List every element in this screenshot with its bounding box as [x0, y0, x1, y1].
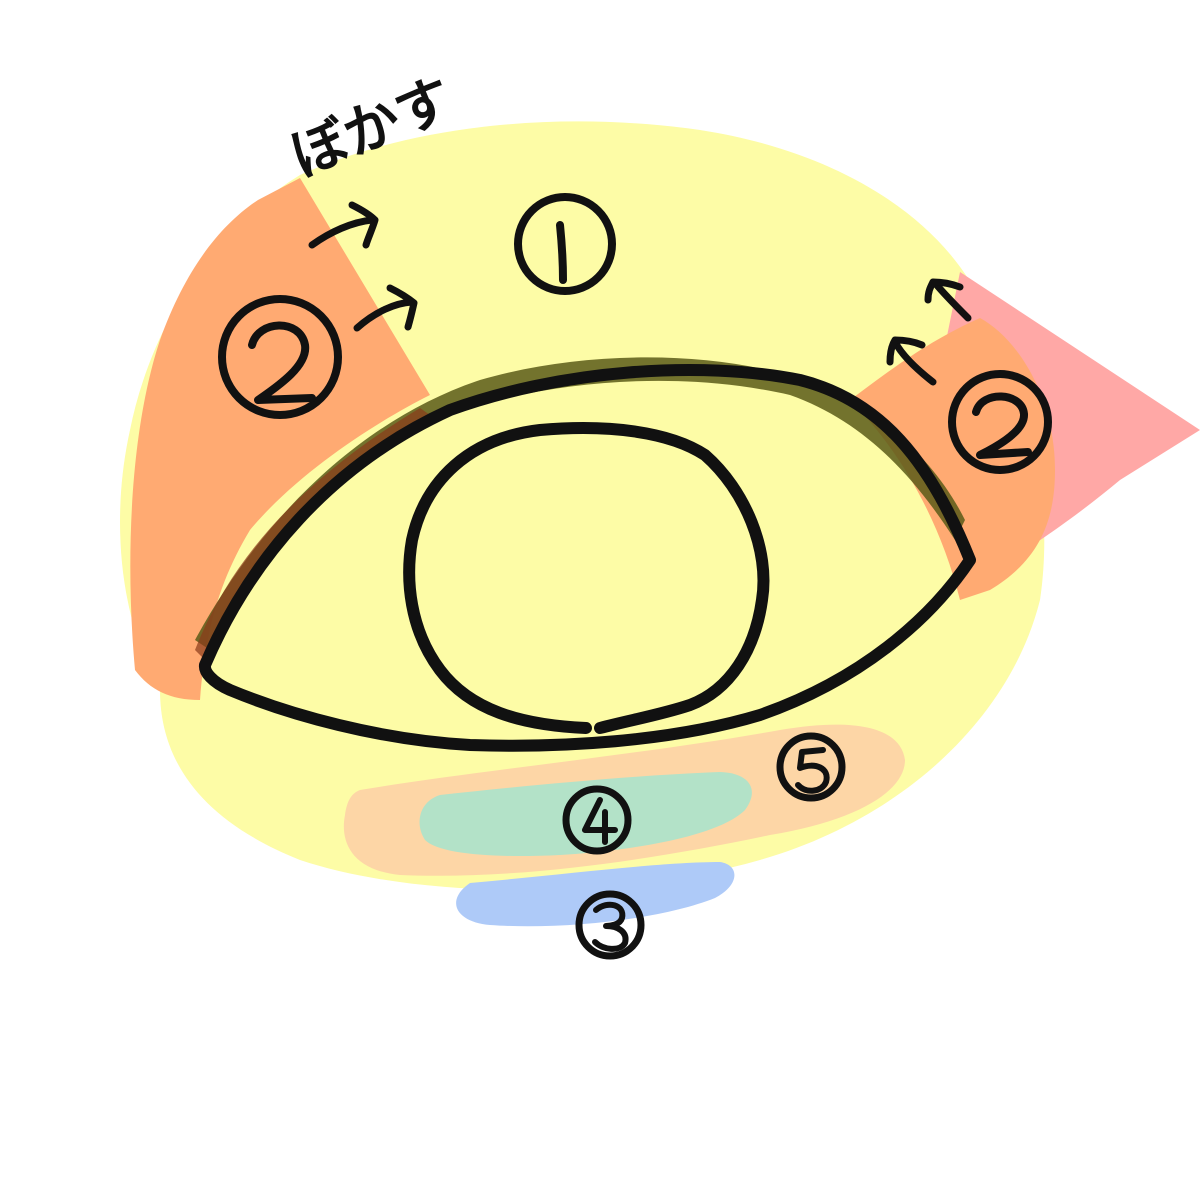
zone-4-marker: 4: [562, 785, 632, 855]
blend-arrow-right-2: [924, 278, 972, 322]
zone-2-right-marker: 2: [948, 370, 1052, 474]
blend-arrow-upper-left: [308, 201, 379, 249]
zone-1-marker: 1: [514, 193, 616, 295]
eye-outline: [198, 364, 976, 752]
iris-outline: [403, 422, 770, 734]
zone-2-left-area: [130, 178, 430, 700]
zone-2-right-area: [850, 318, 1055, 600]
zone-2-left-marker: 2: [218, 295, 342, 419]
zone-3-marker: 3: [575, 890, 645, 960]
blend-arrow-lower-left: [353, 284, 418, 332]
zone-4-area: [419, 772, 752, 857]
zone-5-marker: 5: [776, 732, 846, 802]
blend-arrow-right-1: [886, 336, 937, 386]
